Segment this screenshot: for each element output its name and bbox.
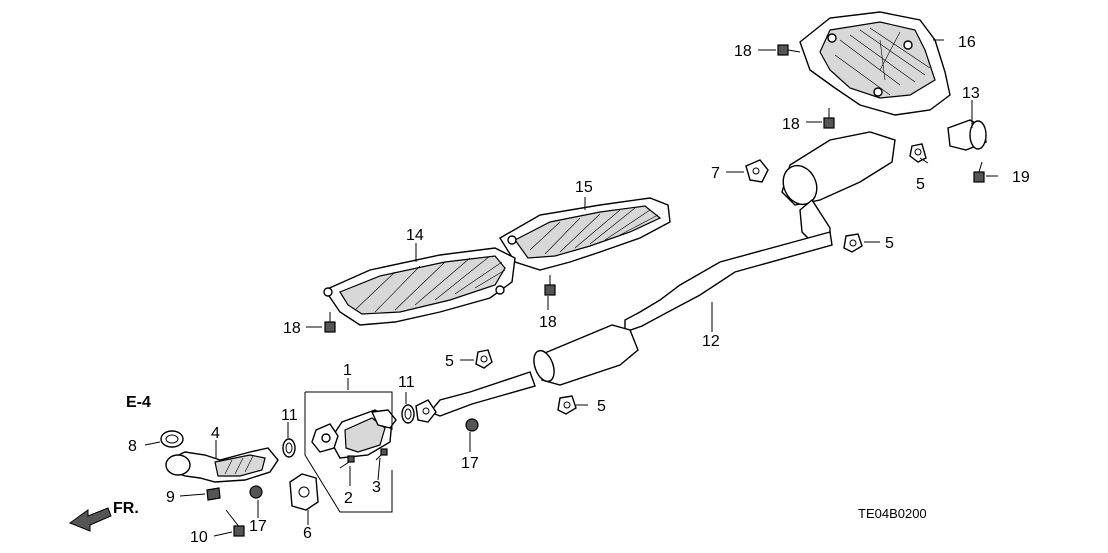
callout-18-b: 18 <box>782 116 800 133</box>
nut-17-left <box>249 485 263 499</box>
callout-5-a: 5 <box>445 353 454 370</box>
exhaust-pipe-12 <box>428 131 896 417</box>
callout-10: 10 <box>190 529 208 546</box>
middle-heat-shield-15 <box>499 197 671 271</box>
callout-19: 19 <box>1012 169 1030 186</box>
callout-2: 2 <box>344 490 353 507</box>
front-direction-arrow: FR. <box>68 500 139 532</box>
upper-heat-shield-16 <box>799 11 951 116</box>
callout-8: 8 <box>128 438 137 455</box>
mount-rubber-5-b <box>557 395 577 415</box>
callout-5-b: 5 <box>597 398 606 415</box>
front-label: FR. <box>113 500 139 517</box>
mount-rubber-5-c <box>843 233 863 253</box>
bolt-18-left <box>324 312 336 333</box>
bolt-19 <box>973 161 985 183</box>
diagram-code: TE04B0200 <box>858 506 927 521</box>
front-pipe-4 <box>165 447 279 483</box>
insulator-6 <box>289 473 319 511</box>
callout-15: 15 <box>575 179 593 196</box>
callout-1: 1 <box>343 362 352 379</box>
mount-rubber-5-d <box>909 143 927 163</box>
gasket-8 <box>160 430 184 448</box>
callout-7: 7 <box>711 165 720 182</box>
reference-label: E-4 <box>126 394 151 411</box>
callout-18-c: 18 <box>539 314 557 331</box>
callout-18-d: 18 <box>283 320 301 337</box>
mount-rubber-5-a <box>475 349 493 369</box>
callout-5-c: 5 <box>885 235 894 252</box>
catalytic-converter-1 <box>304 378 397 513</box>
callout-17-a: 17 <box>461 455 479 472</box>
bolt-10 <box>225 509 245 537</box>
callout-4: 4 <box>211 425 220 442</box>
callout-3: 3 <box>372 479 381 496</box>
bolt-2 <box>339 455 355 469</box>
callout-17-b: 17 <box>249 518 267 535</box>
spring-9 <box>206 487 221 501</box>
callout-6: 6 <box>303 525 312 542</box>
callout-11-b: 11 <box>398 374 415 391</box>
callout-5-d: 5 <box>916 176 925 193</box>
bolt-18-top <box>777 44 801 56</box>
hanger-7 <box>745 159 769 183</box>
callout-14: 14 <box>406 227 424 244</box>
leader-lines <box>144 39 998 537</box>
callout-12: 12 <box>702 333 720 350</box>
callout-16: 16 <box>958 34 976 51</box>
bolt-3 <box>375 448 388 461</box>
front-heat-shield-14 <box>323 247 516 326</box>
callout-9: 9 <box>166 489 175 506</box>
pipe-finisher-13 <box>947 119 987 151</box>
callout-18-a: 18 <box>734 43 752 60</box>
gasket-11-right <box>401 404 415 424</box>
callout-13: 13 <box>962 85 980 102</box>
bolt-18-middle <box>544 275 556 296</box>
callout-11-a: 11 <box>281 407 298 424</box>
flange-gasket <box>415 399 437 423</box>
gasket-11-left <box>282 438 296 458</box>
nut-17-right <box>465 418 479 432</box>
bolt-18-upper-mid <box>823 108 835 129</box>
